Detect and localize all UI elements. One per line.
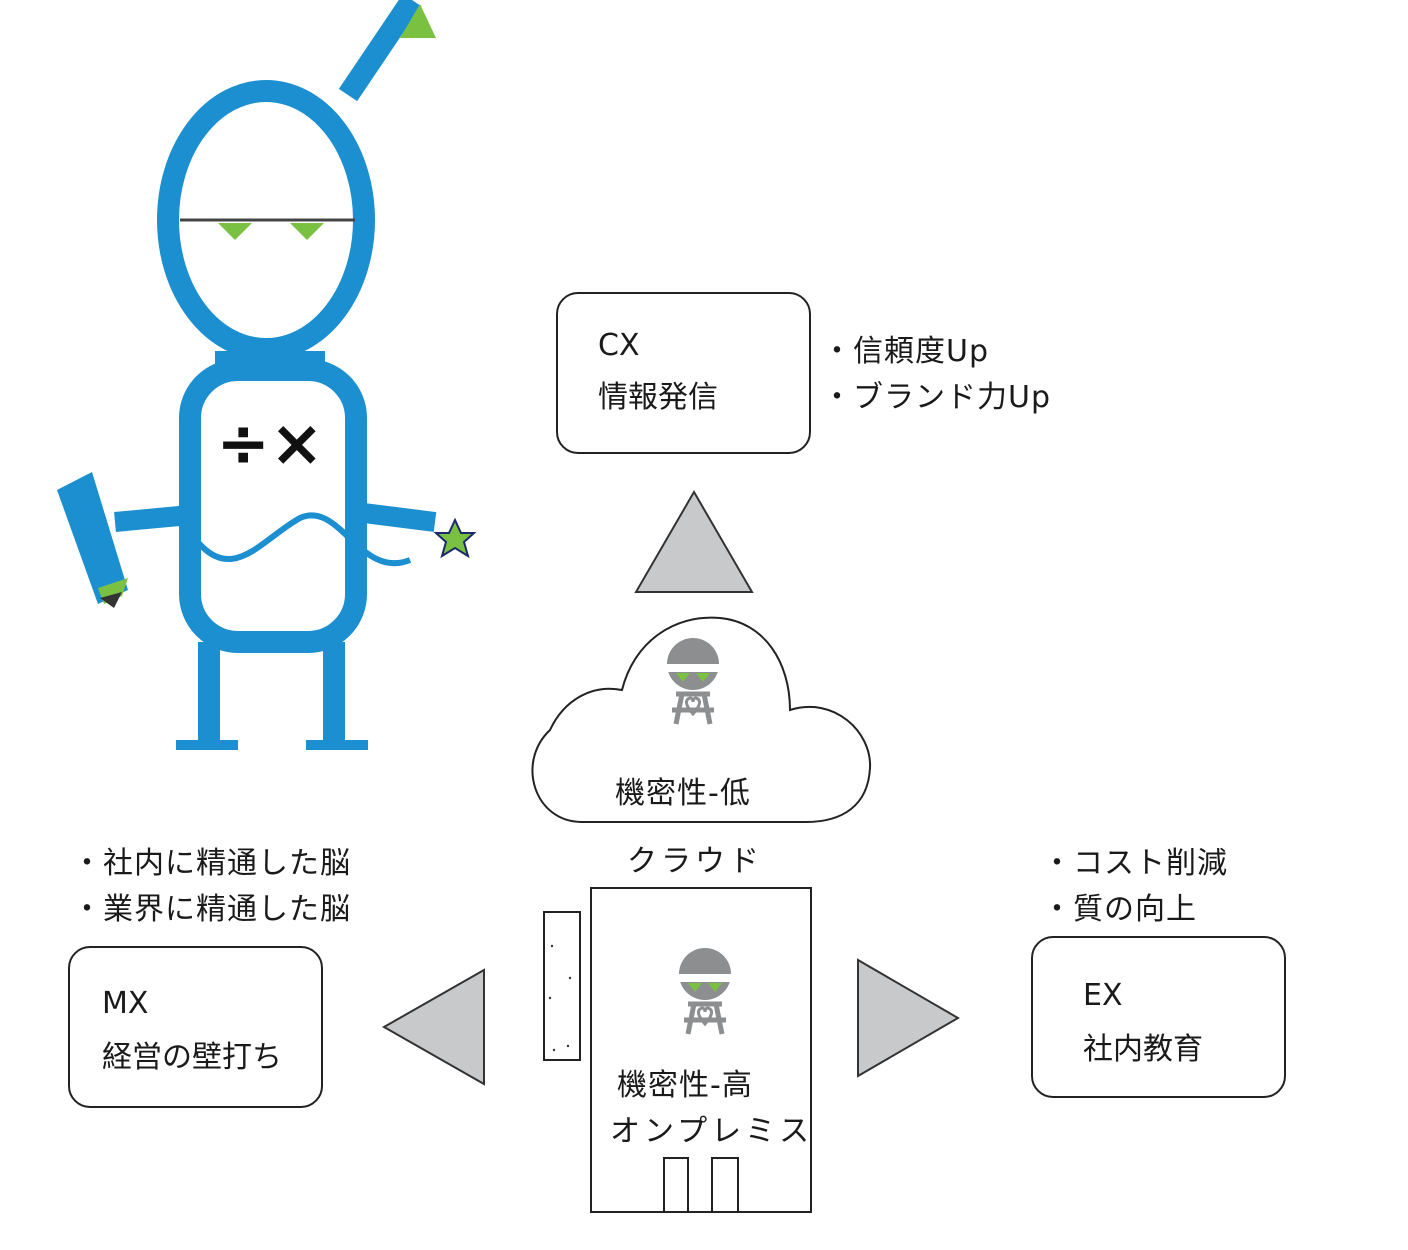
ex-title: EX bbox=[1083, 978, 1123, 1013]
mascot-robot: ÷× bbox=[57, 0, 477, 750]
mascot-head bbox=[157, 80, 375, 360]
onprem-confidentiality: 機密性-高 bbox=[617, 1068, 753, 1103]
cloud-confidentiality: 機密性-低 bbox=[615, 776, 751, 811]
ex-box: EX 社内教育 bbox=[1031, 936, 1286, 1098]
arrow-right-icon bbox=[857, 958, 960, 1078]
onprem-label: オンプレミス bbox=[610, 1114, 814, 1149]
mascot-antenna-flag-icon bbox=[400, 4, 436, 38]
mx-bullet-2: ・業界に精通した脳 bbox=[72, 892, 351, 927]
cloud-shape bbox=[531, 616, 872, 823]
mascot-eye-left-icon bbox=[218, 223, 252, 240]
cloud-label: クラウド bbox=[627, 844, 763, 879]
cx-subtitle: 情報発信 bbox=[598, 380, 718, 415]
mascot-chest-symbol: ÷× bbox=[216, 407, 323, 481]
mx-box: MX 経営の壁打ち bbox=[68, 946, 323, 1108]
arrow-up-icon bbox=[634, 490, 754, 593]
onprem-building bbox=[543, 887, 812, 1213]
cx-title: CX bbox=[598, 328, 640, 363]
onprem-side-panel bbox=[543, 911, 581, 1061]
mx-subtitle: 経営の壁打ち bbox=[102, 1040, 282, 1075]
cx-bullet-1: ・信頼度Up bbox=[822, 334, 990, 369]
mx-bullet-1: ・社内に精通した脳 bbox=[72, 846, 351, 881]
ex-bullet-1: ・コスト削減 bbox=[1042, 846, 1228, 881]
cloud-mascot-icon bbox=[667, 638, 719, 725]
cx-box: CX 情報発信 bbox=[556, 292, 811, 454]
ex-subtitle: 社内教育 bbox=[1083, 1032, 1203, 1067]
onprem-mascot-icon bbox=[679, 948, 731, 1035]
mascot-pencil-icon bbox=[57, 472, 128, 608]
mascot-eye-right-icon bbox=[290, 223, 324, 240]
cx-bullet-2: ・ブランド力Up bbox=[822, 380, 1052, 415]
ex-bullet-2: ・質の向上 bbox=[1042, 892, 1197, 927]
mascot-star-icon bbox=[433, 517, 477, 559]
mascot-antenna bbox=[338, 0, 422, 102]
mascot-body bbox=[179, 359, 367, 653]
mx-title: MX bbox=[102, 986, 149, 1021]
arrow-left-icon bbox=[381, 968, 485, 1086]
